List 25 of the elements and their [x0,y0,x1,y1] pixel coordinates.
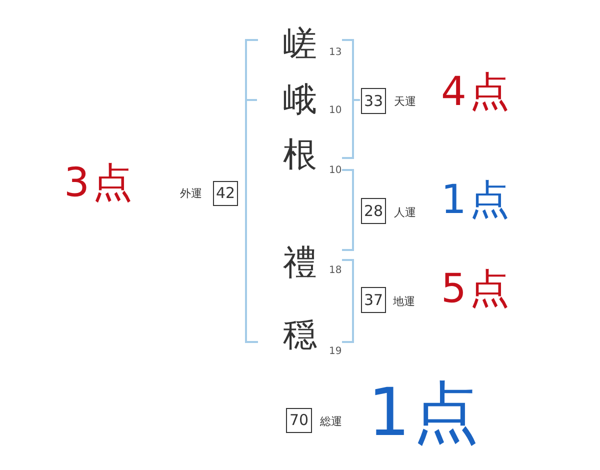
score-text: 5点 [441,269,512,309]
score-text: 3点 [64,163,136,203]
fortune-label: 地運 [393,296,415,307]
number-box: 28 [361,198,386,224]
stroke-count: 18 [329,266,342,276]
stroke-count: 13 [329,48,342,58]
kanji-character: 嵯 [283,27,317,61]
number-box: 33 [361,88,386,114]
fortune-label: 外運 [180,188,202,199]
fortune-label: 天運 [394,96,416,107]
score-text: 4点 [441,72,512,112]
stroke-count: 10 [329,106,342,116]
score-text: 1点 [441,180,512,220]
stroke-count: 10 [329,166,342,176]
fortune-label: 人運 [394,207,416,218]
number-box: 70 [286,408,312,433]
score-text: 1点 [368,380,482,446]
kanji-character: 穏 [283,318,317,352]
number-box: 37 [361,287,386,313]
kanji-character: 禮 [283,246,317,280]
kanji-character: 根 [283,138,317,172]
number-box: 42 [213,181,238,206]
kanji-character: 峨 [283,83,317,117]
stroke-count: 19 [329,347,342,357]
fortune-label: 総運 [320,416,342,427]
